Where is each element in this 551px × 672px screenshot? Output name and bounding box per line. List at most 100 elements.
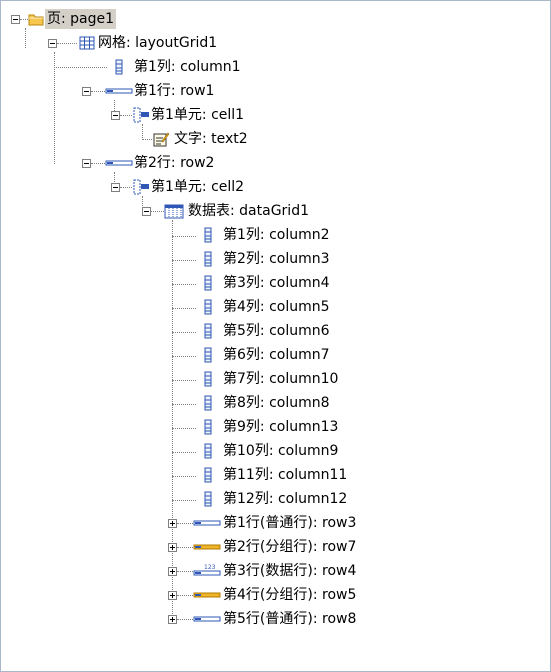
tree-node-column4[interactable]: 第3列: column4 [1, 273, 401, 293]
tree-node-label: 第1行: row1 [134, 83, 215, 99]
tree-connector [142, 124, 143, 140]
tree-node-column8[interactable]: 第8列: column8 [1, 393, 401, 413]
text-edit-icon [153, 131, 169, 147]
tree-connector [91, 163, 105, 164]
tree-node-column1[interactable]: 第1列: column1 [1, 57, 281, 77]
collapse-toggle[interactable] [111, 183, 120, 192]
collapse-toggle[interactable] [11, 15, 20, 24]
tree-node-column12[interactable]: 第12列: column12 [1, 489, 401, 509]
tree-node-label: 第9列: column13 [223, 419, 339, 435]
column-icon [200, 443, 216, 459]
collapse-toggle[interactable] [142, 207, 151, 216]
column-icon [200, 323, 216, 339]
tree-node-label: 第5列: column6 [223, 323, 330, 339]
tree-node-label: 第1单元: cell2 [151, 179, 245, 195]
tree-node-row8[interactable]: 第5行(普通行): row8 [1, 609, 421, 629]
expand-toggle[interactable] [168, 591, 177, 600]
column-icon [200, 371, 216, 387]
tree-connector [91, 91, 105, 92]
group-row-icon [193, 587, 221, 603]
tree-connector [25, 28, 26, 48]
expand-toggle[interactable] [168, 567, 177, 576]
expand-toggle[interactable] [168, 543, 177, 552]
collapse-toggle[interactable] [82, 159, 91, 168]
tree-connector [177, 523, 193, 524]
column-icon [200, 299, 216, 315]
folder-icon [28, 11, 44, 27]
tree-connector [172, 476, 196, 477]
tree-connector [172, 452, 196, 453]
column-icon [200, 491, 216, 507]
tree-connector [177, 595, 193, 596]
tree-node-layoutgrid1[interactable]: 网格: layoutGrid1 [1, 33, 261, 53]
tree-node-label: 第12列: column12 [223, 491, 348, 507]
tree-node-row1[interactable]: 第1行: row1 [1, 81, 241, 101]
tree-node-label: 第11列: column11 [223, 467, 348, 483]
column-icon [200, 275, 216, 291]
tree-node-label: 文字: text2 [174, 131, 248, 147]
tree-connector [142, 196, 143, 212]
tree-node-label: 第3行(数据行): row4 [223, 563, 357, 579]
tree-node-cell1[interactable]: 第1单元: cell1 [1, 105, 301, 125]
tree-node-label: 第2行(分组行): row7 [223, 539, 357, 555]
tree-connector [172, 380, 196, 381]
tree-node-label: 第10列: column9 [223, 443, 339, 459]
collapse-toggle[interactable] [48, 39, 57, 48]
tree-node-label: 第1列: column2 [223, 227, 330, 243]
tree-connector [172, 500, 196, 501]
row-icon [193, 515, 221, 531]
column-icon [200, 467, 216, 483]
tree-node-column10[interactable]: 第7列: column10 [1, 369, 401, 389]
tree-node-column2[interactable]: 第1列: column2 [1, 225, 401, 245]
tree-node-label: 网格: layoutGrid1 [98, 35, 218, 51]
tree-node-page1[interactable]: 页: page1 [1, 9, 201, 29]
tree-node-row2[interactable]: 第2行: row2 [1, 153, 241, 173]
tree-node-column7[interactable]: 第6列: column7 [1, 345, 401, 365]
tree-connector [172, 356, 196, 357]
tree-connector [177, 571, 193, 572]
tree-connector [177, 547, 193, 548]
tree-node-label: 第7列: column10 [223, 371, 339, 387]
collapse-toggle[interactable] [111, 111, 120, 120]
tree-node-row3[interactable]: 第1行(普通行): row3 [1, 513, 421, 533]
tree-connector [20, 19, 28, 20]
tree-connector [120, 115, 132, 116]
tree-node-column5[interactable]: 第4列: column5 [1, 297, 401, 317]
row-icon [193, 611, 221, 627]
tree-connector [120, 187, 132, 188]
data-row-icon: 123 [193, 563, 221, 579]
tree-node-label: 第1行(普通行): row3 [223, 515, 357, 531]
tree-connector [172, 284, 196, 285]
expand-toggle[interactable] [168, 519, 177, 528]
tree-node-label: 第1单元: cell1 [151, 107, 245, 123]
tree-node-column6[interactable]: 第5列: column6 [1, 321, 401, 341]
group-row-icon [193, 539, 221, 555]
tree-node-row5[interactable]: 第4行(分组行): row5 [1, 585, 421, 605]
tree-node-column3[interactable]: 第2列: column3 [1, 249, 401, 269]
row-icon [105, 83, 133, 99]
tree-connector [172, 236, 196, 237]
expand-toggle[interactable] [168, 615, 177, 624]
cell-icon [132, 107, 149, 123]
tree-node-label: 第6列: column7 [223, 347, 330, 363]
tree-connector [54, 52, 55, 164]
tree-node-cell2[interactable]: 第1单元: cell2 [1, 177, 301, 197]
tree-connector [114, 172, 115, 188]
tree-connector [172, 220, 173, 620]
collapse-toggle[interactable] [82, 87, 91, 96]
tree-node-row4[interactable]: 123 第3行(数据行): row4 [1, 561, 421, 581]
tree-connector [114, 100, 115, 117]
tree-connector [172, 260, 196, 261]
tree-node-column13[interactable]: 第9列: column13 [1, 417, 401, 437]
tree-node-label: 第3列: column4 [223, 275, 330, 291]
column-icon [200, 419, 216, 435]
tree-node-column9[interactable]: 第10列: column9 [1, 441, 401, 461]
tree-connector [172, 308, 196, 309]
tree-node-column11[interactable]: 第11列: column11 [1, 465, 401, 485]
tree-node-row7[interactable]: 第2行(分组行): row7 [1, 537, 421, 557]
tree-connector [172, 404, 196, 405]
tree-node-label: 第2行: row2 [134, 155, 215, 171]
tree-node-datagrid1[interactable]: 数据表: dataGrid1 [1, 201, 341, 221]
tree-node-text2[interactable]: 文字: text2 [1, 129, 301, 149]
